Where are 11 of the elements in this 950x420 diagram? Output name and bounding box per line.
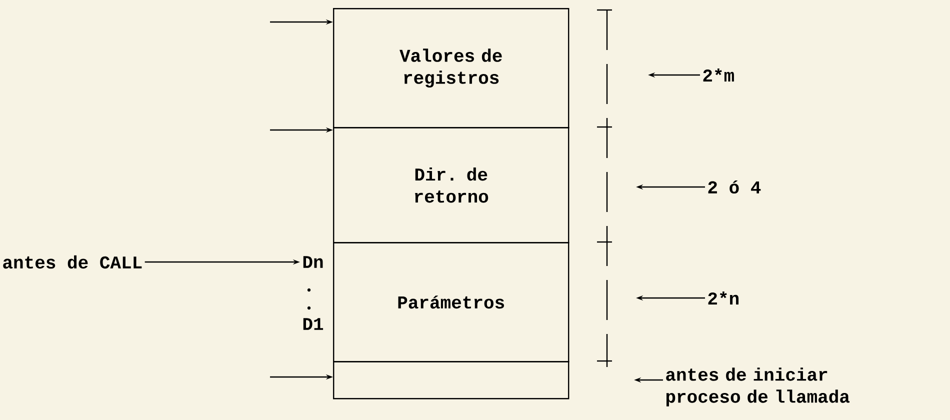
side-label: 2 ó 4: [708, 180, 761, 194]
stack-cell: Valores de registros: [333, 8, 570, 128]
side-label: antes de iniciar proceso de llamada: [666, 368, 850, 406]
side-label: antes de CALL: [3, 255, 142, 269]
side-label: 2*m: [703, 68, 734, 82]
side-label: 2*n: [708, 291, 738, 304]
stack-cell: Dir. de retorno: [333, 127, 570, 244]
stack-cell: Parámetros: [333, 242, 570, 362]
stack-label: Dn: [303, 256, 323, 268]
stack-cell: [333, 360, 570, 400]
stack-label: D1: [303, 318, 324, 330]
